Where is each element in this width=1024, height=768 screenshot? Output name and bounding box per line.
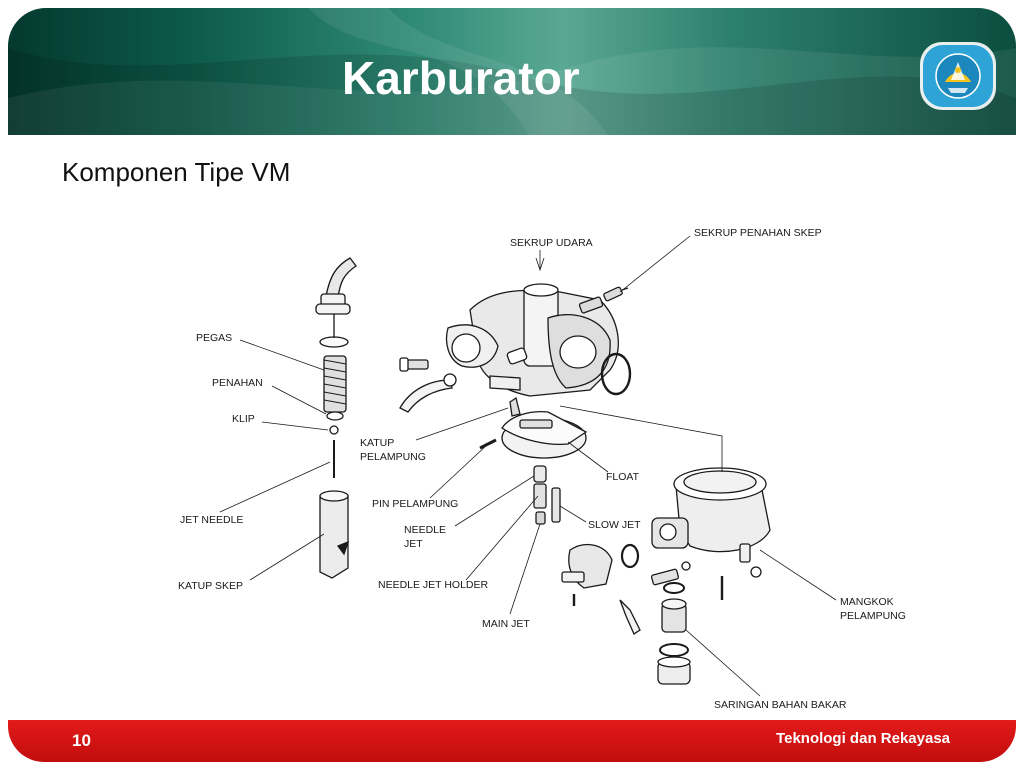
o-ring-part [600, 352, 632, 396]
label-slow-jet: SLOW JET [588, 519, 641, 531]
part-labels: SEKRUP UDARA SEKRUP PENAHAN SKEP PEGAS P… [178, 227, 906, 711]
slow-jet-part [551, 487, 561, 523]
needle-jet-holder-part [533, 483, 547, 509]
fuel-strainer-part [657, 598, 691, 685]
label-saringan-bahan-bakar: SARINGAN BAHAN BAKAR [714, 699, 847, 711]
label-katup-pelampung-line1: KATUP [360, 437, 394, 449]
slide-valve-part [319, 490, 350, 579]
air-screw-part [578, 296, 604, 314]
slide-title: Karburator [342, 52, 580, 104]
fuel-cock-part [561, 543, 613, 606]
label-penahan: PENAHAN [212, 377, 263, 389]
label-mangkok-pelampung-line1: MANGKOK [840, 596, 894, 608]
label-pin-pelampung: PIN PELAMPUNG [372, 498, 458, 510]
needle-jet-part [533, 465, 547, 483]
slide-header [8, 8, 1016, 135]
bolt-part [650, 568, 680, 586]
seal-ring-part [663, 582, 685, 594]
small-washer-part [681, 561, 691, 571]
hose-clamp-part [443, 373, 457, 387]
carburetor-body-part [445, 283, 619, 397]
label-sekrup-penahan-skep: SEKRUP PENAHAN SKEP [694, 227, 822, 239]
label-katup-skep: KATUP SKEP [178, 580, 243, 592]
label-main-jet: MAIN JET [482, 618, 530, 630]
label-klip: KLIP [232, 413, 255, 425]
label-needle-jet-holder: NEEDLE JET HOLDER [378, 579, 489, 591]
label-jet-needle: JET NEEDLE [180, 514, 243, 526]
label-sekrup-udara: SEKRUP UDARA [510, 237, 593, 249]
slide-footer [8, 720, 1016, 762]
footer-text: Teknologi dan Rekayasa [776, 730, 950, 747]
spring-part [323, 355, 347, 421]
label-pegas: PEGAS [196, 332, 232, 344]
label-katup-pelampung-line2: PELAMPUNG [360, 451, 426, 463]
label-mangkok-pelampung-line2: PELAMPUNG [840, 610, 906, 622]
idle-screw-part [399, 357, 429, 372]
label-needle-jet-line2: JET [404, 538, 423, 550]
fuel-hose-part [619, 599, 641, 635]
carburetor-exploded-diagram: SEKRUP UDARA SEKRUP PENAHAN SKEP PEGAS P… [178, 227, 906, 711]
tut-wuri-handayani-logo [920, 42, 996, 110]
main-jet-part [535, 511, 546, 525]
leader-lines [219, 235, 837, 697]
hose-part [399, 379, 453, 413]
label-needle-jet-line1: NEEDLE [404, 524, 446, 536]
header-wave-decoration [8, 8, 1016, 135]
page-number: 10 [72, 731, 91, 750]
float-part [501, 410, 588, 459]
cable-elbow-part [315, 257, 357, 348]
gasket-ring-part [620, 543, 640, 569]
clip-part [329, 425, 339, 435]
slide-subtitle: Komponen Tipe VM [62, 157, 291, 187]
float-needle-valve-part [509, 396, 521, 417]
bowl-clamp-part [750, 566, 762, 578]
float-bowl-part [651, 467, 771, 563]
label-float: FLOAT [606, 471, 640, 483]
